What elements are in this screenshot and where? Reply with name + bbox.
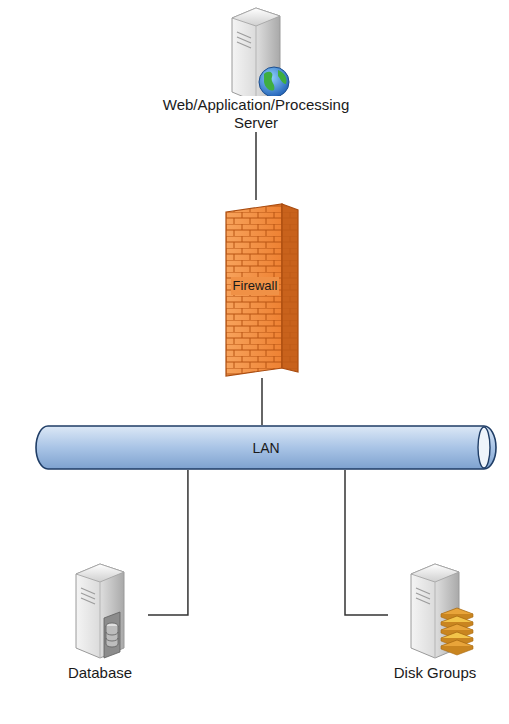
network-link [262,378,263,425]
link-line [261,378,263,425]
server-icon [147,4,365,96]
link-line [148,470,188,615]
node-label: Database [52,664,148,682]
database-node: Database [52,560,148,682]
disk-groups-node: Disk Groups [388,560,482,682]
lan-band: LAN [35,425,497,470]
node-label: Web/Application/Processing Server [147,96,365,132]
database-icon [52,560,148,664]
node-label: Firewall [231,277,280,295]
node-label: Disk Groups [388,664,482,682]
network-link [256,132,257,200]
network-link [148,470,188,615]
band-label: LAN [252,439,279,457]
firewall-node: Firewall [222,200,302,378]
link-line [345,470,388,615]
server-node: Web/Application/Processing Server [147,4,365,132]
link-line [255,132,257,200]
network-link [345,470,388,615]
disks-icon [388,560,482,664]
